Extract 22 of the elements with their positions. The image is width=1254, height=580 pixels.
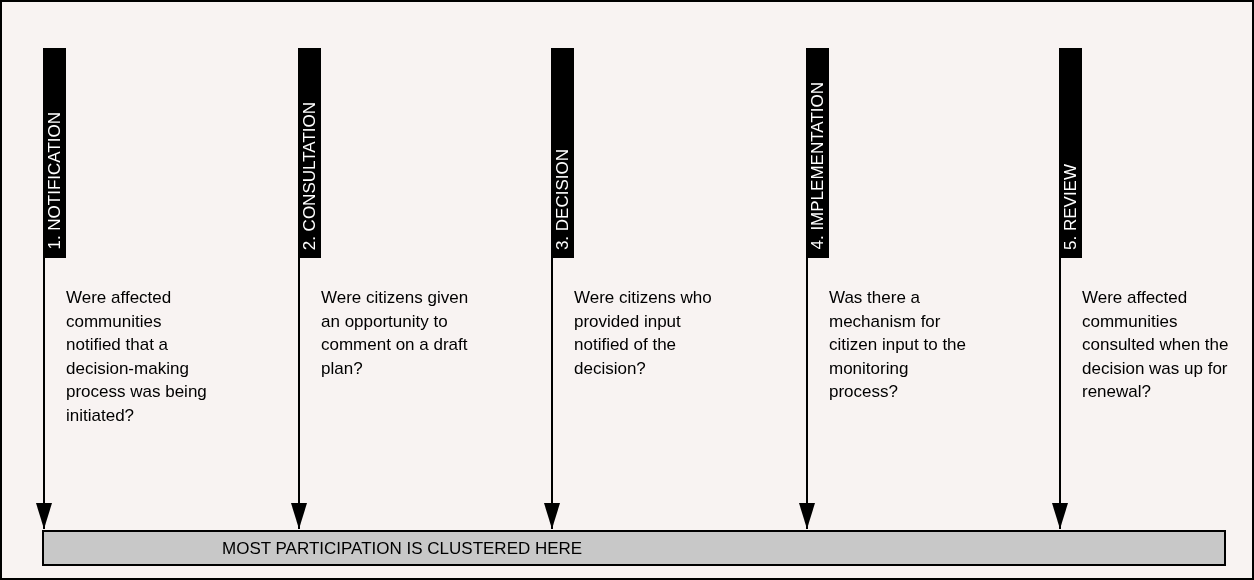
stage-bar <box>551 48 574 258</box>
question-text: Was there a mechanism for citizen input to the monitoring process? <box>829 287 968 403</box>
question-text: Were affected communities notified that a decision-making process was being initiated? <box>66 287 208 427</box>
arrow <box>36 257 52 530</box>
stage-label: 3. DECISION <box>554 148 571 250</box>
stage-label: 4. IMPLEMENTATION <box>809 82 826 250</box>
stage-label: 2. CONSULTATION <box>301 101 318 250</box>
cluster-bar <box>42 530 1226 566</box>
stage-bar <box>806 48 829 258</box>
stage-bar <box>43 48 66 258</box>
cluster-label: MOST PARTICIPATION IS CLUSTERED HERE <box>222 539 583 557</box>
question-text: Were affected communities consulted when the decision was up for renewal? <box>1082 287 1230 403</box>
stage-label: 1. NOTIFICATION <box>46 112 63 250</box>
question-text: Were citizens who provided input notified of the decision? <box>574 287 713 380</box>
arrow <box>1052 257 1068 530</box>
arrow <box>799 257 815 530</box>
question-text: Were citizens given an opportunity to comment on a draft plan? <box>321 287 469 380</box>
stage-label: 5. REVIEW <box>1062 164 1079 250</box>
arrow <box>544 257 560 530</box>
stage-bar <box>298 48 321 258</box>
stage-bar <box>1059 48 1082 258</box>
arrow <box>291 257 307 530</box>
